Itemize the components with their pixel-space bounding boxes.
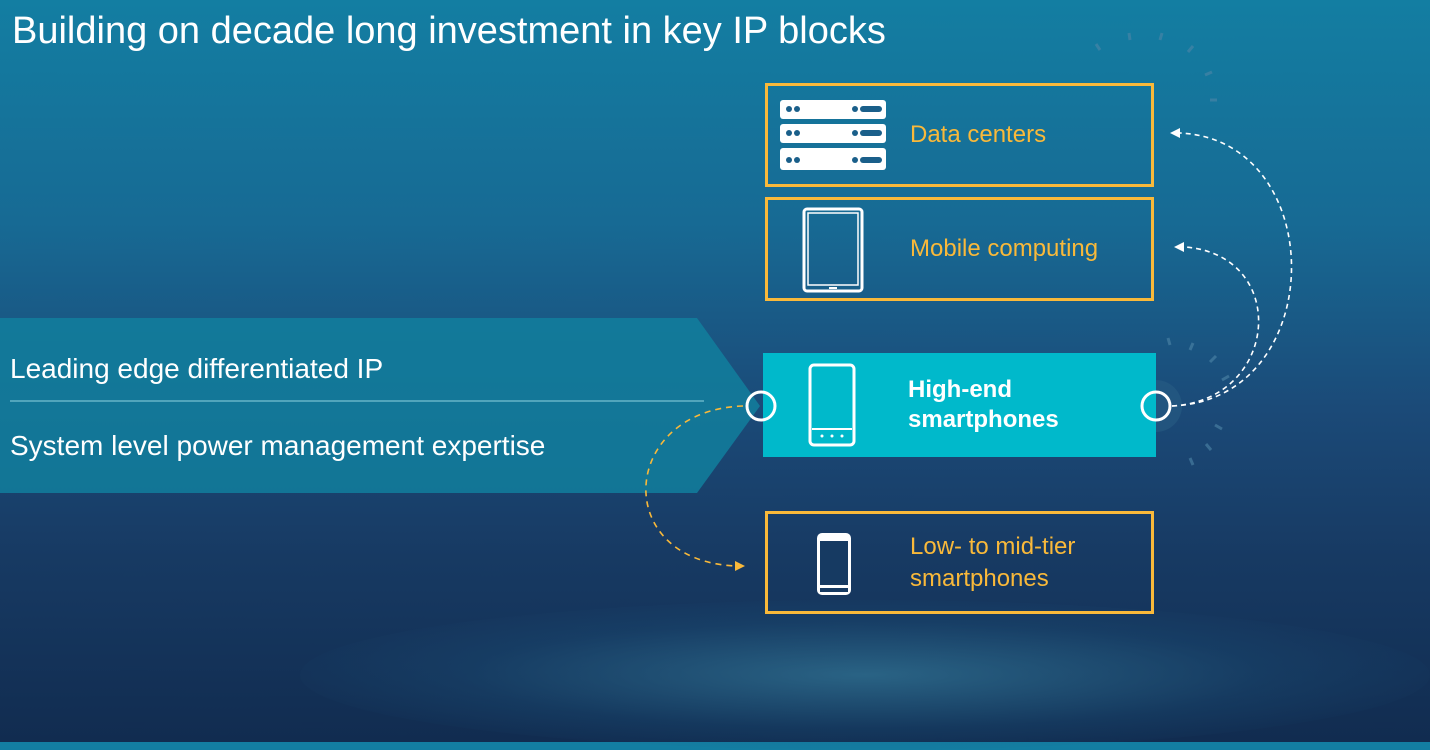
segment-label-line: smartphones [910,564,1049,592]
segment-low-mid-tier-smartphones: Low- to mid-tier smartphones [765,511,1154,614]
segment-label: Low- to mid-tier smartphones [910,531,1075,595]
arrow-to-data-centers [1171,132,1293,407]
segment-label: Data centers [910,121,1047,148]
arrow-to-mobile-computing [1171,246,1260,407]
tablet-icon [802,207,864,293]
segment-label: High-end smartphones [908,375,1059,435]
segment-label-line: High-end [908,376,1012,403]
smartphone-icon [808,363,856,447]
basic-phone-icon [817,533,851,595]
ripple-decoration [1094,32,1230,466]
segment-label-line: Low- to mid-tier [910,532,1076,560]
segment-label-line: smartphones [908,406,1059,433]
banner-line-1: Leading edge differentiated IP [10,353,384,384]
server-rack-icon [780,100,886,170]
floor-glow [300,600,1430,750]
ip-banner [0,318,760,493]
segment-label: Mobile computing [910,235,1099,262]
banner-line-2: System level power management expertise [10,430,546,461]
arrow-to-low-mid-tier [645,405,744,567]
segment-mobile-computing: Mobile computing [765,197,1154,301]
segment-data-centers: Data centers [765,83,1154,187]
segment-high-end-smartphones: High-end smartphones [763,353,1156,457]
slide-title: Building on decade long investment in ke… [12,10,886,52]
